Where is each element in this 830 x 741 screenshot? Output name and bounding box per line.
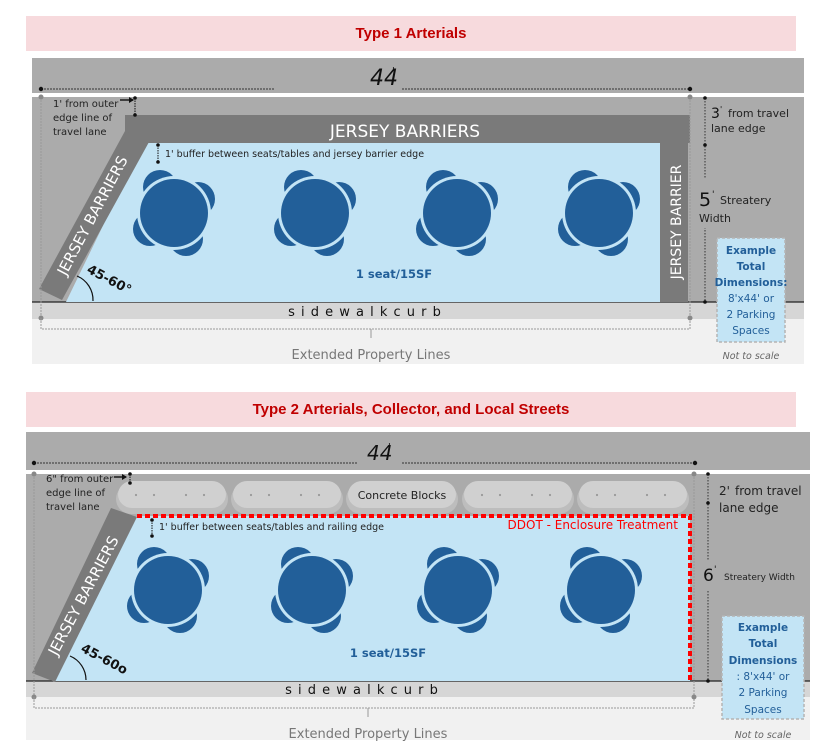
svg-text:2 Parking: 2 Parking (727, 309, 776, 321)
example-dimensions-box (716, 237, 786, 343)
width-label: Streatery Width (724, 573, 795, 583)
sidewalk-curb (26, 681, 810, 697)
svg-text:': ' (712, 190, 714, 200)
svg-text:': ' (392, 66, 395, 77)
width-label2: Width (699, 212, 731, 225)
offset-note-line1: 1' from outer (53, 99, 119, 110)
curb-label: s i d e w a l k c u r b (285, 683, 439, 698)
section-title-bar: Type 1 Arterials (26, 16, 796, 51)
offset-note-line2: edge line of (46, 488, 106, 499)
svg-text:Example: Example (726, 245, 776, 257)
section-title: Type 1 Arterials (355, 25, 467, 42)
angled-jersey-barrier (39, 131, 149, 300)
table-with-chairs-icon (558, 170, 640, 256)
concrete-blocks-label: Concrete Blocks (358, 489, 447, 502)
offset-note-line1: 6" from outer (46, 474, 114, 485)
right-barrier-label: JERSEY BARRIER (669, 164, 685, 280)
property-lines-label: Extended Property Lines (289, 727, 448, 741)
concrete-blocks-group: Concrete Blocks (116, 481, 689, 514)
tables-group (127, 547, 642, 633)
angled-jersey-barrier (32, 508, 137, 682)
tables-group (133, 170, 640, 256)
travel-lane-strip (26, 432, 810, 470)
svg-text:': ' (714, 565, 716, 575)
svg-text:Dimensions:: Dimensions: (715, 277, 788, 289)
concrete-block (233, 481, 341, 508)
diagram-type1: Type 1 Arterials 44 ' JERSEY BARRIERS JE… (0, 0, 830, 370)
travel-offset-value: 3 (711, 106, 720, 122)
svg-text:8'x44' or: 8'x44' or (728, 293, 775, 305)
top-barrier-label: JERSEY BARRIERS (329, 122, 480, 142)
table-icon (278, 556, 346, 624)
overall-length-label: 44 (370, 66, 398, 91)
seating-density-label: 1 seat/15SF (350, 646, 426, 660)
svg-text:Total: Total (749, 638, 778, 650)
seating-density-label: 1 seat/15SF (356, 267, 432, 281)
concrete-block (348, 481, 456, 508)
section-title-bar: Type 2 Arterials, Collector, and Local S… (26, 392, 796, 427)
travel-offset-value: 2' (719, 484, 730, 498)
table-with-chairs-icon (127, 547, 209, 633)
svg-text:2 Parking: 2 Parking (739, 687, 788, 699)
svg-text:Total: Total (737, 261, 766, 273)
scale-note: Not to scale (723, 351, 780, 362)
table-icon (423, 179, 491, 247)
table-icon (567, 556, 635, 624)
concrete-block (579, 481, 687, 508)
table-icon (134, 556, 202, 624)
angle-arc (76, 275, 94, 302)
table-with-chairs-icon (560, 547, 642, 633)
table-icon (140, 179, 208, 247)
enclosure-treatment-railing (137, 514, 692, 681)
angle-arc (69, 655, 87, 681)
table-icon (281, 179, 349, 247)
svg-text:Dimensions: Dimensions (729, 655, 798, 667)
table-with-chairs-icon (274, 170, 356, 256)
offset-note-line2: edge line of (53, 113, 113, 124)
concrete-block (464, 481, 572, 508)
svg-text:Spaces: Spaces (744, 704, 781, 716)
buffer-note: 1' buffer between seats/tables and raili… (159, 522, 384, 533)
svg-text:Spaces: Spaces (732, 325, 769, 337)
travel-lane-strip (32, 58, 804, 93)
travel-offset-line2: lane edge (711, 122, 766, 135)
travel-offset-line1: from travel (728, 107, 789, 120)
table-with-chairs-icon (417, 547, 499, 633)
width-value: 6 (703, 566, 714, 586)
streatery-diagram-2: 44 ' Concrete Blocks DDOT - Enclosure Tr… (26, 432, 810, 741)
concrete-block (118, 481, 226, 508)
curb-label: s i d e w a l k c u r b (288, 305, 442, 320)
seating-area (66, 143, 660, 302)
offset-note-line3: travel lane (53, 127, 107, 138)
svg-text:': ' (720, 105, 722, 114)
diagram-type2: Type 2 Arterials, Collector, and Local S… (0, 380, 830, 741)
buffer-note: 1' buffer between seats/tables and jerse… (165, 149, 424, 160)
svg-text:': ' (388, 442, 391, 453)
travel-offset-line2: lane edge (719, 501, 779, 515)
travel-offset-line1: from travel (735, 484, 802, 498)
scale-note: Not to scale (735, 730, 792, 741)
svg-text:Example: Example (738, 622, 788, 634)
top-jersey-barrier (125, 115, 690, 143)
table-icon (424, 556, 492, 624)
streatery-diagram-1: 44 ' JERSEY BARRIERS JERSEY BARRIER JERS… (32, 58, 804, 364)
sidewalk-curb (32, 302, 804, 319)
table-with-chairs-icon (271, 547, 353, 633)
overall-length-label: 44 (367, 441, 392, 465)
width-value: 5 (699, 189, 711, 211)
table-with-chairs-icon (416, 170, 498, 256)
right-jersey-barrier (660, 143, 688, 302)
enclosure-label: DDOT - Enclosure Treatment (508, 518, 679, 532)
table-with-chairs-icon (133, 170, 215, 256)
offset-note-line3: travel lane (46, 502, 100, 513)
svg-text:: 8'x44' or: : 8'x44' or (737, 671, 791, 683)
table-icon (565, 179, 633, 247)
example-dimensions-box (721, 615, 805, 720)
section-title: Type 2 Arterials, Collector, and Local S… (252, 401, 570, 418)
width-label: Streatery (720, 194, 772, 207)
seating-area (55, 516, 690, 681)
property-lines-label: Extended Property Lines (292, 348, 451, 363)
